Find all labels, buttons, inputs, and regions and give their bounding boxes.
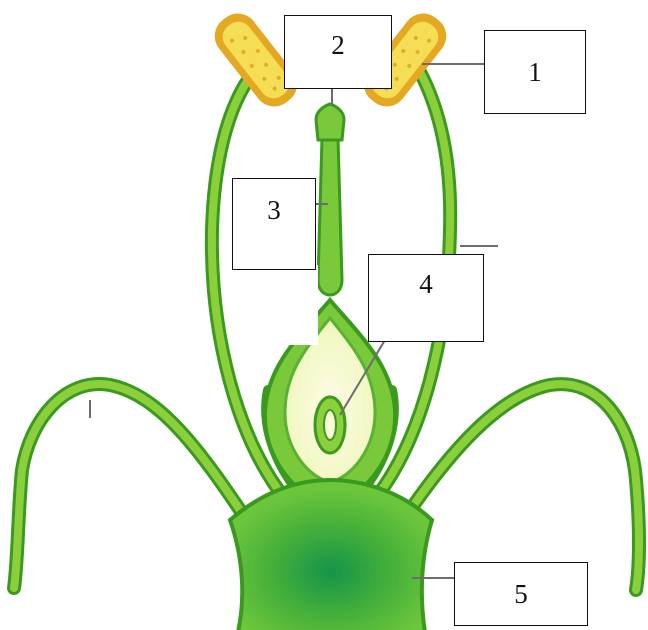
label-5: 5 [514,579,528,610]
label-3: 3 [267,195,281,226]
label-4: 4 [419,269,433,300]
mask-panel-left-lower [86,512,210,552]
label-box-2: 2 [284,15,392,89]
right-petal [400,384,639,590]
label-box-1: 1 [484,30,586,114]
stigma [316,104,344,140]
label-box-5: 5 [454,562,588,626]
label-1: 1 [528,57,542,88]
label-box-3: 3 [232,178,316,270]
label-box-4: 4 [368,254,484,342]
label-2: 2 [331,30,345,61]
receptacle [230,480,432,630]
style [318,138,342,295]
mask-panel-mid [238,265,318,345]
